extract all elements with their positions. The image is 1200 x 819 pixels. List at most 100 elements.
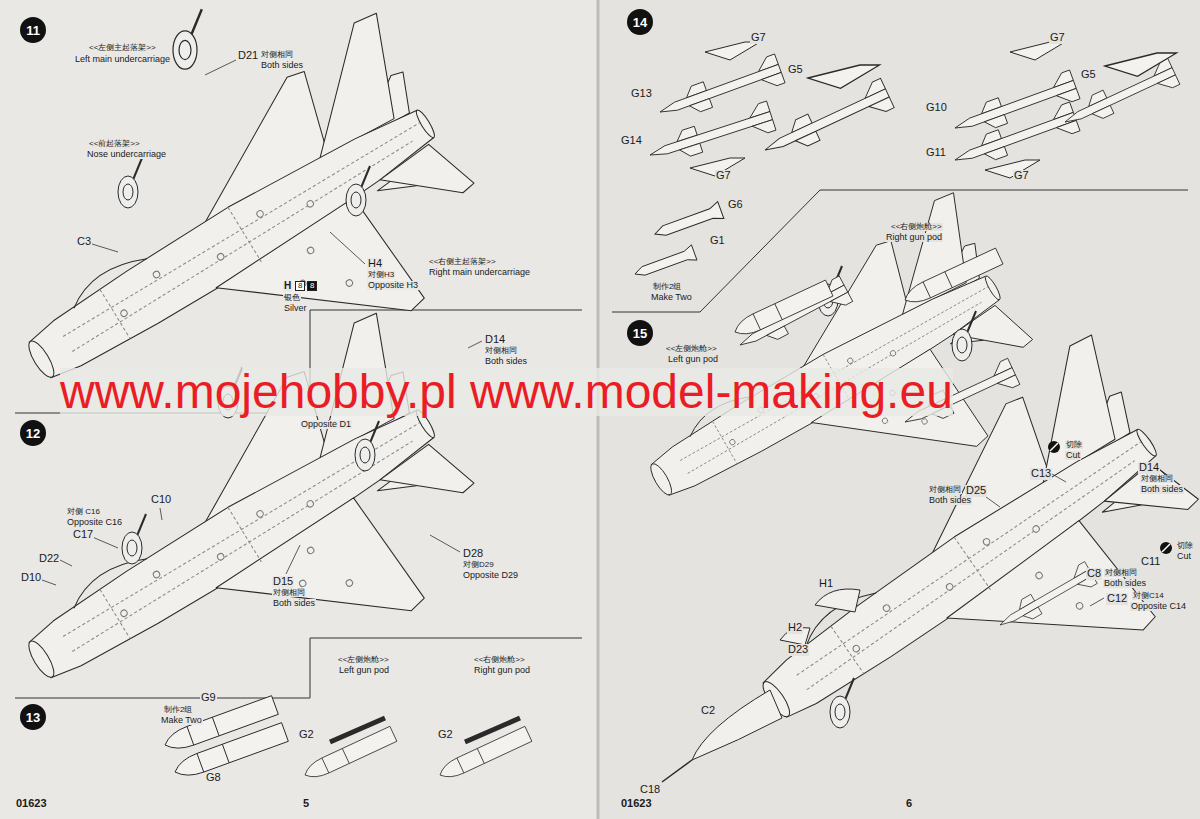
part-code: C18: [639, 784, 661, 796]
part-code: G6: [727, 199, 744, 211]
english-note: Both sides: [260, 61, 304, 70]
step-number: 11: [20, 17, 46, 43]
chinese-note: 对侧相同: [272, 589, 306, 597]
part-code: G7: [750, 32, 767, 44]
english-note: Opposite C16: [66, 518, 123, 527]
step-number-text: 14: [633, 15, 647, 30]
english-note: Left gun pod: [667, 355, 719, 364]
part-code: C3: [76, 236, 92, 248]
part-code: D21: [237, 50, 259, 62]
part-code: C17: [72, 529, 94, 541]
step-number-text: 15: [633, 326, 647, 341]
english-note: Left main undercarriage: [74, 55, 171, 64]
paint-swatch-code: 8: [307, 281, 317, 291]
part-code: D10: [20, 572, 42, 584]
english-note: Make Two: [650, 293, 693, 302]
page-number: 01623: [15, 798, 48, 810]
english-note: Nose undercarriage: [86, 150, 167, 159]
part-code: G7: [1049, 32, 1066, 44]
part-code: H1: [818, 578, 834, 590]
chinese-note: 对侧D29: [462, 561, 495, 569]
paint-code: H: [283, 281, 292, 292]
paint-swatch-code: 8: [295, 281, 305, 291]
part-code: G10: [925, 102, 948, 114]
chinese-note: 银色: [283, 294, 301, 302]
english-note: Make Two: [160, 716, 203, 725]
part-code: C13: [1030, 468, 1052, 480]
page-number: 01623: [620, 798, 653, 810]
chinese-note: 制作2组: [163, 706, 193, 714]
part-code: G8: [205, 772, 222, 784]
chinese-note: <<左侧炮舱>>: [337, 656, 390, 664]
part-code: G13: [630, 88, 653, 100]
english-note: Opposite D29: [462, 571, 519, 580]
part-code: G11: [925, 147, 947, 159]
part-code: C8: [1086, 568, 1102, 580]
part-code: D28: [462, 548, 484, 560]
english-note: Both sides: [272, 599, 316, 608]
part-code: D14: [484, 334, 506, 346]
part-code: C12: [1106, 593, 1128, 605]
english-note: Right gun pod: [473, 666, 531, 675]
english-note: Both sides: [484, 357, 528, 366]
chinese-note: <<左侧炮舱>>: [665, 345, 718, 353]
english-note: Cut: [1176, 552, 1192, 561]
part-code: H4: [367, 258, 383, 270]
step-number: 14: [627, 9, 653, 35]
chinese-note: 对侧 C16: [66, 508, 101, 516]
english-note: Both sides: [1140, 485, 1184, 494]
part-code: D22: [38, 553, 60, 565]
chinese-note: 对侧H3: [367, 271, 395, 279]
step-number: 15: [627, 320, 653, 346]
part-code: G5: [787, 64, 804, 76]
english-note: Right gun pod: [885, 233, 943, 242]
english-note: Silver: [283, 304, 308, 313]
english-note: Right main undercarriage: [428, 268, 531, 277]
chinese-note: 制作2组: [652, 283, 682, 291]
step-number-text: 11: [26, 23, 40, 38]
watermark: www.mojehobby.pl www.model-making.eu: [60, 368, 953, 416]
page-number: 5: [302, 798, 310, 810]
part-code: G7: [715, 170, 732, 182]
english-note: Left gun pod: [338, 666, 390, 675]
part-code: G7: [1013, 170, 1030, 182]
step-number-text: 13: [26, 710, 40, 725]
chinese-note: 切除: [1176, 542, 1194, 550]
chinese-note: <<右侧主起落架>>: [428, 258, 497, 266]
english-note: Opposite D1: [300, 420, 352, 429]
part-code: G5: [1080, 69, 1097, 81]
part-code: G2: [437, 729, 454, 741]
part-code: G14: [620, 135, 643, 147]
part-code: C11: [1140, 556, 1161, 568]
part-code: D23: [787, 644, 809, 656]
chinese-note: 切除: [1065, 441, 1083, 449]
english-note: Opposite H3: [367, 281, 419, 290]
part-code: C2: [700, 705, 716, 717]
chinese-note: 对侧C14: [1132, 592, 1165, 600]
part-code: G9: [200, 692, 217, 704]
chinese-note: <<前起落架>>: [88, 140, 141, 148]
step-number-text: 12: [26, 426, 40, 441]
chinese-note: 对侧相同: [260, 51, 294, 59]
step-number: 12: [20, 420, 46, 446]
part-code: D15: [272, 576, 294, 588]
part-code: G1: [709, 235, 726, 247]
step-number: 13: [20, 704, 46, 730]
chinese-note: <<右侧炮舱>>: [890, 223, 943, 231]
chinese-note: 对侧相同: [1104, 569, 1138, 577]
chinese-note: 对侧相同: [928, 486, 962, 494]
part-code: D25: [965, 485, 987, 497]
english-note: Both sides: [928, 496, 972, 505]
part-code: C10: [150, 494, 172, 506]
part-code: H2: [787, 622, 803, 634]
page-number: 6: [905, 798, 913, 810]
chinese-note: 对侧相同: [1140, 475, 1174, 483]
chinese-note: <<右侧炮舱>>: [473, 656, 526, 664]
english-note: Opposite C14: [1130, 602, 1187, 611]
part-code: G2: [298, 729, 315, 741]
chinese-note: 对侧相同: [484, 347, 518, 355]
part-code: D14: [1138, 462, 1160, 474]
english-note: Both sides: [1103, 579, 1147, 588]
english-note: Cut: [1065, 451, 1081, 460]
chinese-note: <<左侧主起落架>>: [88, 44, 157, 52]
